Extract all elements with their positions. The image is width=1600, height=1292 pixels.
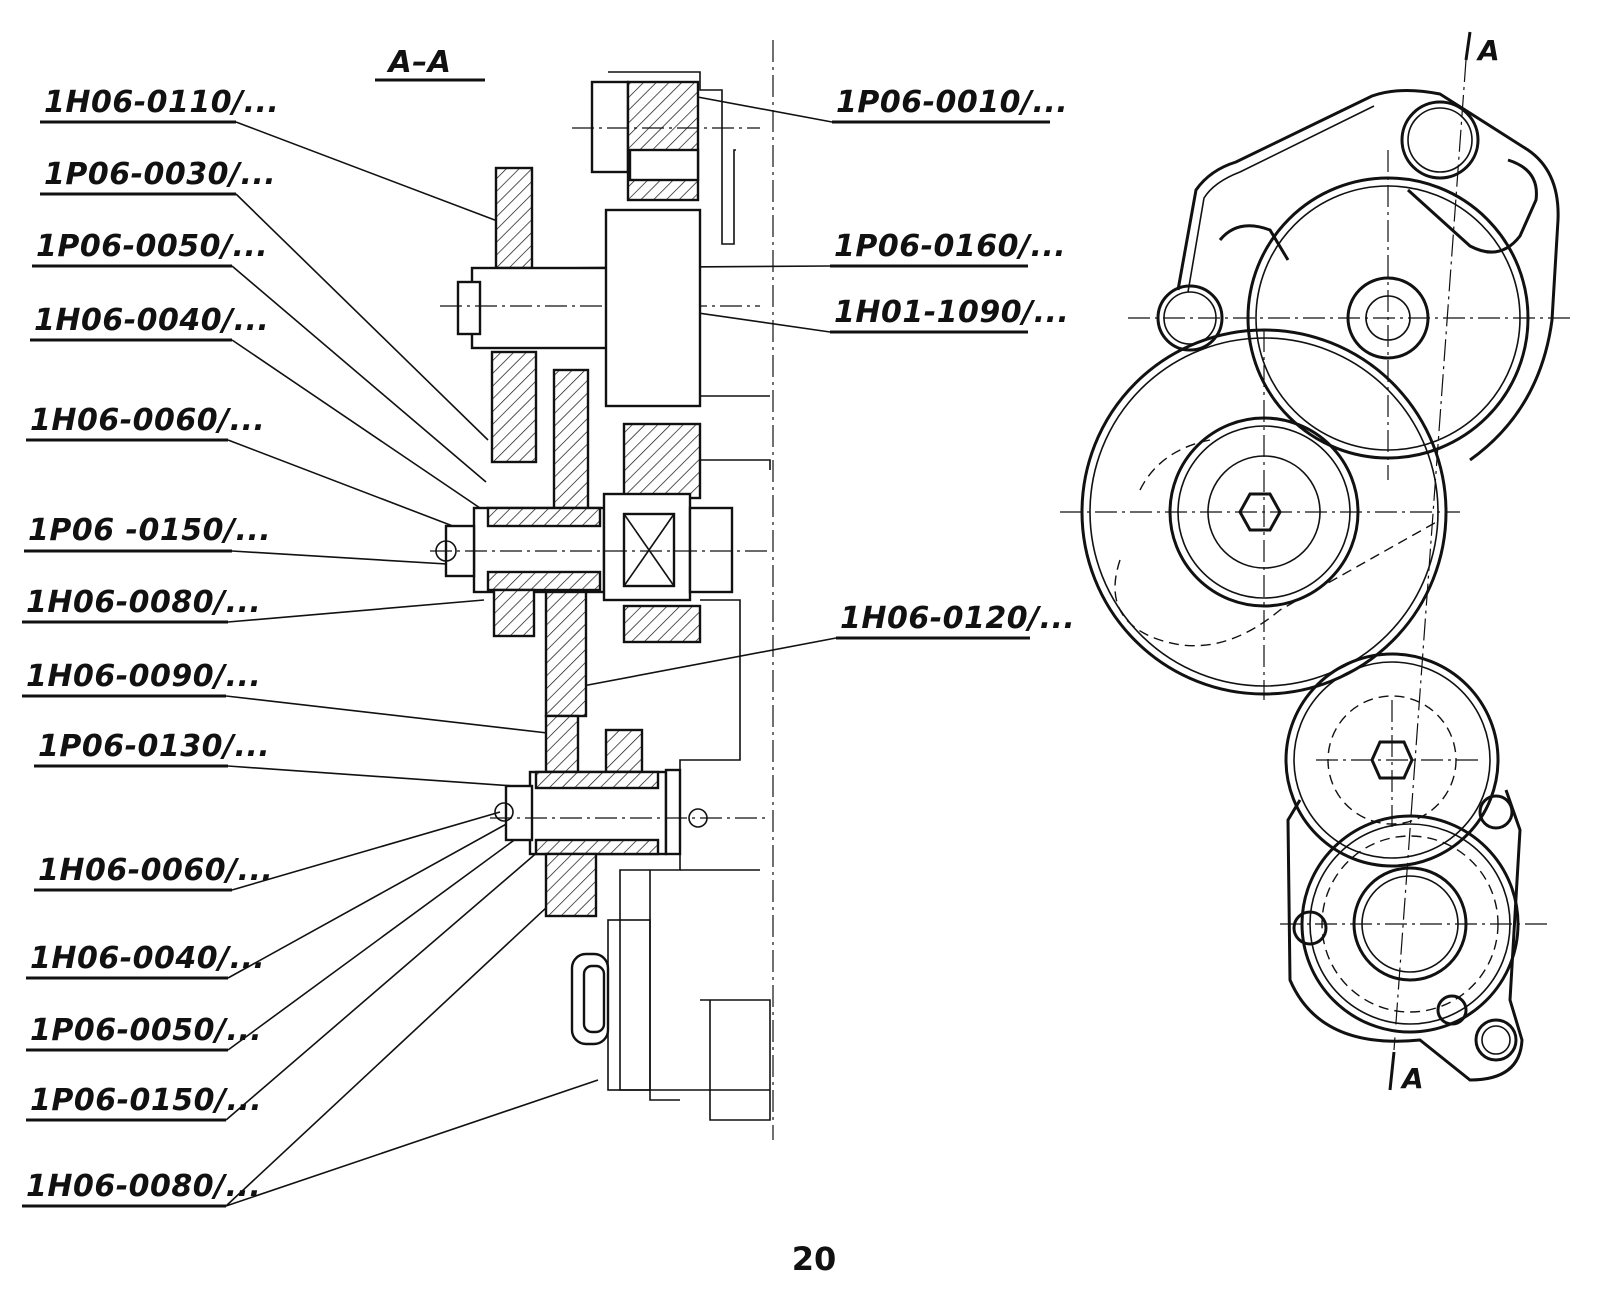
part-label: 1H06-0040/...: [34, 303, 269, 338]
callout-left: 1H06-0080/...: [22, 585, 485, 624]
part-label: 1H06-0080/...: [26, 585, 261, 620]
callout-left: 1H06-0040/...: [26, 821, 511, 980]
part-label: 1P06-0130/...: [38, 729, 270, 764]
view-marker-bottom-text: A: [1400, 1062, 1424, 1095]
page-number: 20: [792, 1240, 837, 1278]
callout-left: 1P06-0050/...: [26, 829, 529, 1052]
callout-right: 1P06-0160/...: [539, 229, 1066, 269]
callout-left: 1P06-0150/...: [26, 849, 541, 1122]
callout-left: 1P06-0050/...: [32, 229, 487, 483]
part-label: 1P06-0160/...: [834, 229, 1066, 264]
callout-left: 1P06-0030/...: [40, 157, 489, 441]
right-labels: 1P06-0010/... 1P06-0160/... 1H01-1090/..…: [509, 85, 1075, 689]
view-marker-bottom: A: [1388, 1051, 1424, 1095]
callout-left: 1H06-0060/...: [34, 811, 501, 892]
section-view: [430, 40, 774, 1140]
part-label: 1P06-0050/...: [30, 1013, 262, 1048]
section-title: A–A: [375, 45, 485, 82]
gear-view: A A: [1060, 31, 1574, 1095]
callout-left: 1H06-0040/...: [30, 303, 481, 509]
callout-left: 1P06 -0150/...: [24, 513, 481, 567]
part-label: 1H06-0090/...: [26, 659, 261, 694]
callout-left: 1H06-0060/...: [26, 403, 459, 529]
part-label: 1P06-0030/...: [44, 157, 276, 192]
view-marker-top-text: A: [1476, 34, 1500, 67]
part-label: 1P06 -0150/...: [28, 513, 271, 548]
part-label: 1H06-0040/...: [30, 941, 265, 976]
callout-left: 1H06-0090/...: [22, 659, 557, 735]
part-label: 1P06-0150/...: [30, 1083, 262, 1118]
callout-left: 1H06-0080/...: [22, 879, 599, 1208]
callout-right: 1H01-1090/...: [509, 285, 1069, 334]
part-label: 1H01-1090/...: [834, 295, 1069, 330]
callout-left: 1P06-0130/...: [34, 729, 515, 787]
view-marker-top: A: [1464, 31, 1500, 67]
callout-left: 1H06-0110/...: [40, 85, 501, 223]
part-label: 1H06-0120/...: [840, 601, 1075, 636]
section-title-text: A–A: [387, 45, 452, 80]
part-label: 1H06-0060/...: [30, 403, 265, 438]
part-label: 1H06-0060/...: [38, 853, 273, 888]
part-label: 1P06-0050/...: [36, 229, 268, 264]
part-label: 1H06-0080/...: [26, 1169, 261, 1204]
part-label: 1H06-0110/...: [44, 85, 279, 120]
left-labels: 1H06-0110/... 1P06-0030/... 1P06-0050/..…: [22, 85, 599, 1208]
part-label: 1P06-0010/...: [836, 85, 1068, 120]
callout-right: 1H06-0120/...: [571, 601, 1075, 689]
